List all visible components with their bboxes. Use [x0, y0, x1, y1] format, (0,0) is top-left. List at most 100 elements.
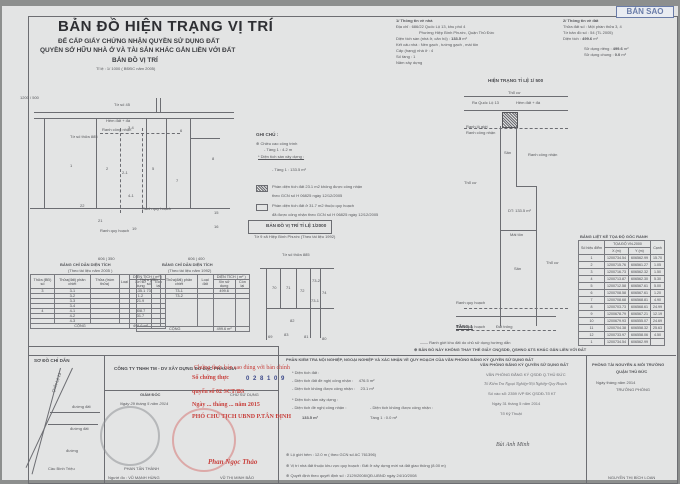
- dept-role: TRƯỞNG PHÒNG: [616, 387, 650, 392]
- text-label: Thửa (BĐ) số: [135, 274, 162, 289]
- text-label: Ranh lộ giới: [466, 124, 488, 129]
- text-label: Số tầng :: [396, 54, 413, 59]
- map-label: 5: [152, 166, 155, 171]
- text-label: Thổ cư: [508, 90, 521, 95]
- text-label: Ranh quy hoạch: [456, 300, 486, 305]
- coord-label: 1200 / 500: [20, 95, 39, 100]
- map-label: 1: [70, 163, 73, 168]
- subtitle-1: ĐỂ CẤP GIẤY CHỨNG NHẬN QUYỀN SỬ DỤNG ĐẤT: [58, 38, 220, 45]
- text-label: Loại: [118, 274, 131, 289]
- legend-built-area-label: * Diện tích sàn xây dựng :: [258, 154, 305, 159]
- text-label: 606558.32: [627, 324, 651, 332]
- text-label: (Theo tài liệu năm 1992): [168, 268, 212, 273]
- map-label: 21: [98, 218, 103, 223]
- text-label: Một phần thửa 3, 4: [587, 24, 622, 29]
- text-label: Thửa(đất) phân chiết: [160, 274, 198, 289]
- verification-note3: ⊕ Quyết định theo quyết định số : 2129/2…: [286, 473, 417, 478]
- text-label: 1: [413, 54, 416, 59]
- map-line: [28, 355, 676, 356]
- text-label: Người đo :: [108, 475, 128, 480]
- legend-plan-note2: đã được công nhận theo GCN số H 06825 ng…: [272, 212, 379, 217]
- text-label: Chiều cao công trình: [260, 141, 298, 146]
- text-label: đường đất: [70, 426, 89, 431]
- map-line: [500, 230, 536, 231]
- map-label: 7: [176, 178, 179, 183]
- text-label: 5: [578, 282, 605, 290]
- map-label: 3-4: [128, 125, 134, 130]
- text-label: - Diện tích đất đề nghị công nhận :: [292, 378, 354, 383]
- text-label: Kết cấu nhà :: [396, 42, 420, 47]
- cert-line1: Chứng thực bản sao đúng với bản chính: [194, 365, 290, 371]
- text-label: Thổ cư: [546, 260, 559, 265]
- registry-stamp1: VĂN PHÒNG ĐĂNG KÝ QSDĐ Q.THỦ ĐỨC: [486, 372, 566, 377]
- cert-date: Ngày ... tháng ... năm 2015: [192, 402, 260, 408]
- map-line: [160, 98, 161, 112]
- table-cell: [196, 298, 214, 327]
- text-label: 606567.61: [627, 282, 651, 290]
- text-label: 24.99: [649, 303, 665, 311]
- hatched-swatch: [256, 185, 268, 192]
- verification-floor: * Diện tích sàn xây dựng :: [292, 397, 339, 402]
- map-line: [310, 268, 311, 338]
- text-label: 83: [284, 332, 289, 337]
- legend-height-label: ⊕ Chiều cao công trình: [256, 141, 298, 146]
- verification-heading: PHẦN KIỂM TRA NỘI NGHIỆP, NGOẠI NGHIỆP V…: [286, 357, 534, 362]
- text-label: đường: [66, 448, 78, 453]
- text-label: 5.00: [649, 282, 665, 290]
- verification-note2: ⊕ Vị trí nhà đất thuộc khu vực quy hoạch…: [286, 463, 446, 468]
- owner-label: CHỦ SỬ DỤNG: [230, 392, 259, 397]
- house-info-heading: 1/ Thông tin về nhà: [396, 18, 433, 23]
- disclaimer: ⊕ BẢN ĐỒ NÀY KHÔNG THAY THẾ GIẤY CNQSDĐ,…: [414, 347, 587, 352]
- lane-label: Hẻm đất + đá: [106, 118, 131, 123]
- verification-unrecognized: - Diện tích không được công nhận : 23.1 …: [292, 386, 374, 391]
- text-label: 1.05: [649, 261, 665, 269]
- text-label: Còn lại: [234, 279, 251, 289]
- text-label: Nền gạch , tường gạch , mái tôn: [420, 42, 479, 47]
- dept-date: Ngày tháng năm 2014: [596, 380, 636, 385]
- map-line: [156, 98, 157, 112]
- text-label: 606561.27: [627, 261, 651, 269]
- registry-stamp4: Ngày 31 tháng 5 năm 2014: [492, 401, 541, 406]
- map-line: [296, 268, 297, 308]
- text-label: VŨ MẠNH HÙNG: [128, 475, 160, 480]
- small-map: Tờ số thửa 885 70 71 72 73-1 73-2 74 82 …: [254, 240, 334, 341]
- text-label: Địa chỉ :: [396, 24, 411, 29]
- guide-map: Quốc Lộ 13 đường đất đường đất đường Cầu…: [25, 367, 102, 478]
- text-label: 25.63: [649, 324, 665, 332]
- cert-line2: Số chứng thực: [192, 375, 229, 381]
- text-label: DIỆN TÍCH ( m² ): [212, 274, 250, 280]
- map-line: [34, 112, 234, 113]
- company-name: CÔNG TY TNHH TM - DV XÂY DỰNG ĐO ĐẠC PHA…: [114, 366, 237, 371]
- map-line: [30, 208, 230, 209]
- map-label: 2-1: [122, 170, 128, 175]
- text-label: 606567.61: [627, 289, 651, 297]
- text-label: - Diện tích không được công nhận :: [292, 386, 355, 391]
- recognition-line-label: Ranh công nhận: [102, 127, 132, 132]
- text-label: 1200713.87: [603, 275, 629, 283]
- hatched-area: [502, 112, 518, 128]
- company-date: Ngày 29 tháng 5 năm 2014: [120, 401, 169, 406]
- registry-signer: Bùi Anh Minh: [496, 442, 530, 448]
- text-label: 1200679.93: [603, 317, 629, 325]
- verification-floor-rec: - Diện tích đề nghị công nhận :: [292, 405, 347, 410]
- certified-copy-badge: BẢN SAO: [616, 6, 674, 18]
- owner-name: VŨ THỊ MINH BẢO: [220, 475, 254, 480]
- text-label: Thửa (BĐ) số: [30, 274, 55, 289]
- text-label: Sân: [504, 150, 512, 155]
- dept-head-name: NGUYỄN THỊ BÍCH LOAN: [608, 475, 656, 480]
- text-label: 606567.21: [627, 310, 651, 318]
- text-label: Cạnh: [649, 240, 665, 255]
- map-line: [320, 268, 321, 338]
- text-label: Loại đất: [196, 274, 214, 289]
- text-label: 4.50: [649, 331, 665, 339]
- text-label: 6: [578, 289, 605, 297]
- verification-recognized: - Diện tích đất đề nghị công nhận : 476.…: [292, 378, 375, 383]
- coord-bottom-right: 606 | 400: [188, 256, 205, 261]
- document-title: BẢN ĐỒ HIỆN TRẠNG VỊ TRÍ: [58, 18, 274, 35]
- text-label: 15.70: [649, 254, 665, 262]
- coord-bottom-left: 606 | 350: [98, 256, 115, 261]
- text-label: 1: [578, 338, 605, 346]
- text-label: Xin sử dụng: [212, 279, 236, 289]
- text-label: 4.90: [649, 296, 665, 304]
